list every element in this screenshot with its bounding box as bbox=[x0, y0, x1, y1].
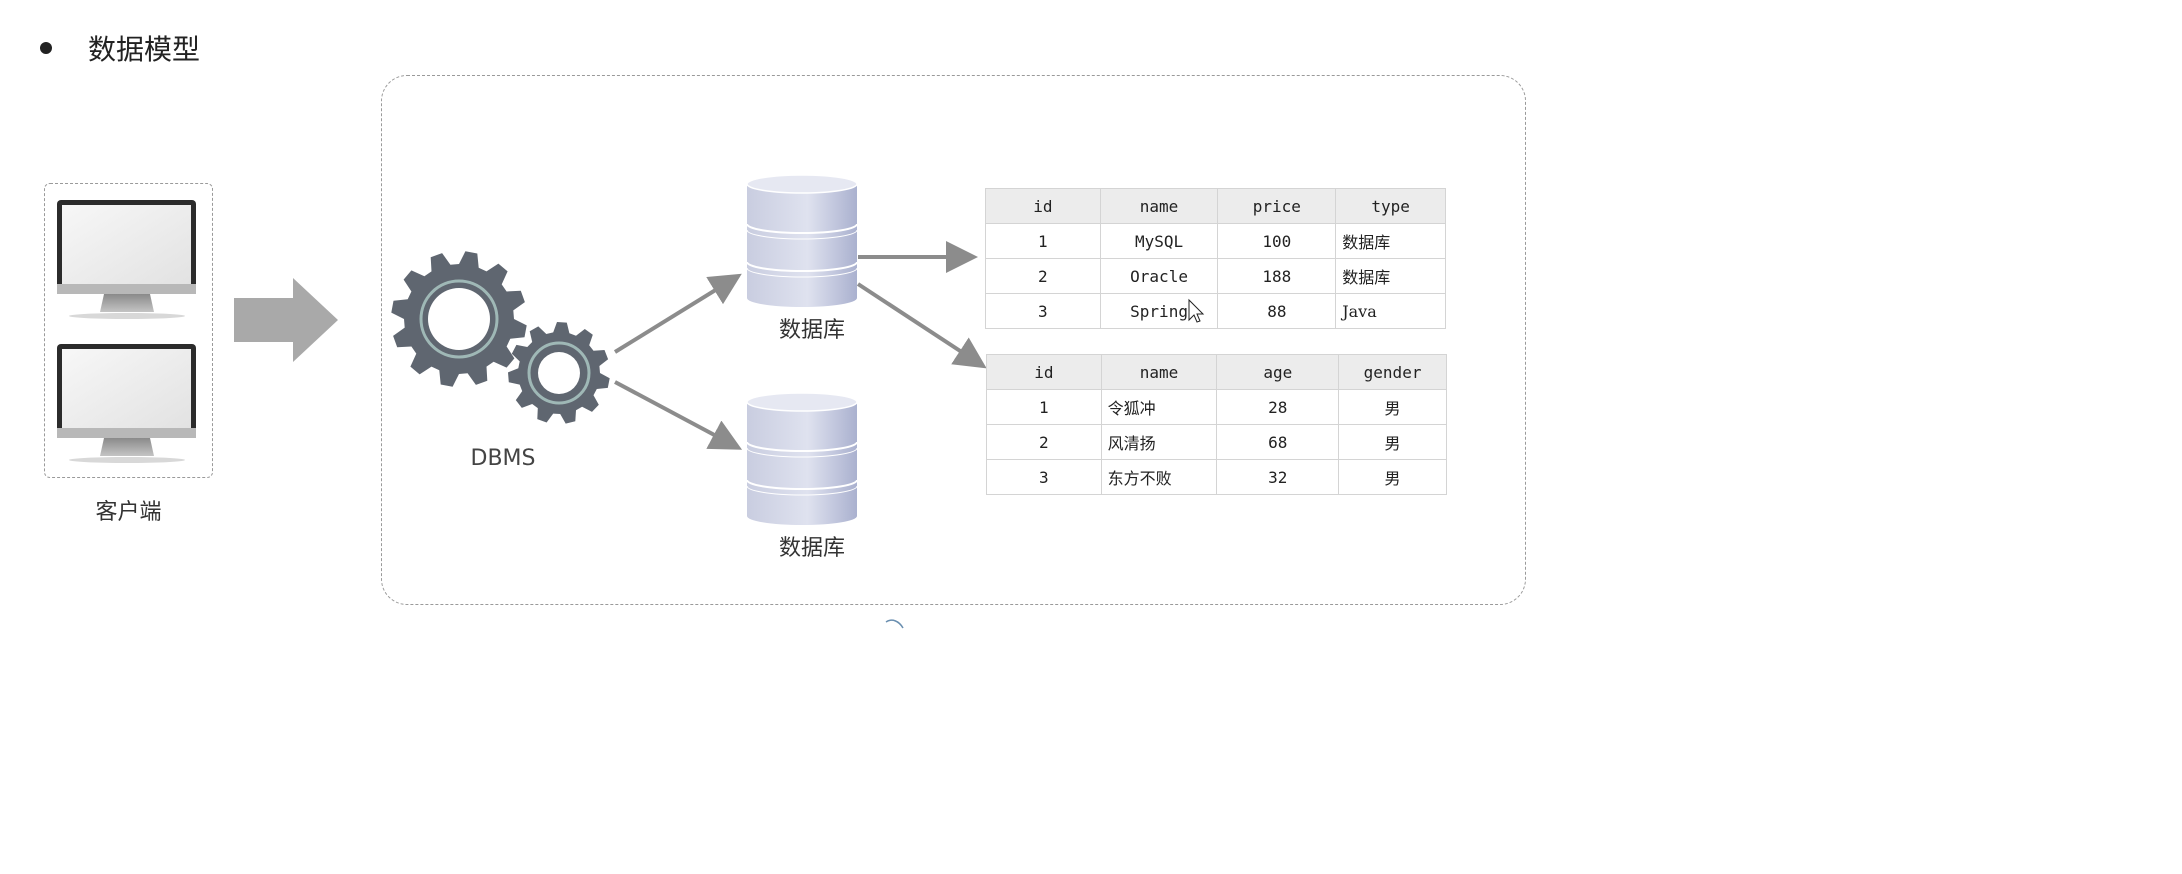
table-cell: 风清扬 bbox=[1100, 424, 1218, 460]
database-icon bbox=[746, 174, 858, 307]
table-cell: 1 bbox=[986, 389, 1102, 425]
client-label: 客户端 bbox=[95, 500, 162, 525]
table-row: 2 Oracle 188 数据库 bbox=[985, 258, 1446, 294]
gear-icon bbox=[508, 322, 610, 424]
table-cell: 3 bbox=[985, 293, 1101, 329]
gear-ring bbox=[419, 279, 499, 359]
column-header: name bbox=[1100, 354, 1218, 390]
database-label: 数据库 bbox=[778, 536, 845, 561]
table-cell: Spring bbox=[1099, 293, 1219, 329]
table-cell: 28 bbox=[1216, 389, 1340, 425]
column-header: gender bbox=[1338, 354, 1447, 390]
table-cell: 1 bbox=[985, 223, 1101, 259]
table-cell: 188 bbox=[1217, 258, 1337, 294]
database-system-panel bbox=[381, 75, 1526, 605]
arrow-icon bbox=[614, 380, 743, 450]
column-header: id bbox=[986, 354, 1102, 390]
table-cell: 男 bbox=[1338, 459, 1447, 495]
table-cell: 数据库 bbox=[1335, 223, 1446, 259]
table-cell: 3 bbox=[986, 459, 1102, 495]
pen-mark-icon bbox=[885, 619, 904, 629]
monitor-icon bbox=[57, 200, 196, 319]
dbms-label: DBMS bbox=[470, 446, 536, 471]
data-table-products: id name price type 1 MySQL 100 数据库 2 Ora… bbox=[985, 188, 1446, 329]
table-row: 3 Spring 88 Java bbox=[985, 293, 1446, 329]
table-cell: 令狐冲 bbox=[1100, 389, 1218, 425]
page-title: 数据模型 bbox=[88, 33, 201, 66]
monitor-icon bbox=[57, 344, 196, 463]
gear-hole bbox=[538, 352, 580, 394]
database-label: 数据库 bbox=[778, 318, 845, 343]
table-cell: Oracle bbox=[1099, 258, 1219, 294]
client-panel bbox=[44, 183, 213, 478]
column-header: name bbox=[1099, 188, 1219, 224]
table-cell: 2 bbox=[985, 258, 1101, 294]
column-header: price bbox=[1217, 188, 1337, 224]
table-cell: 88 bbox=[1217, 293, 1337, 329]
table-header-row: id name age gender bbox=[986, 354, 1447, 390]
column-header: type bbox=[1335, 188, 1446, 224]
table-cell: 100 bbox=[1217, 223, 1337, 259]
table-cell: 数据库 bbox=[1335, 258, 1446, 294]
gear-icon bbox=[391, 251, 527, 387]
diagram-graphics bbox=[57, 174, 1205, 629]
column-header: id bbox=[985, 188, 1101, 224]
arrow-icon bbox=[613, 273, 742, 354]
dbms-gears bbox=[391, 251, 610, 424]
data-table-people: id name age gender 1 令狐冲 28 男 2 风清扬 68 男… bbox=[986, 354, 1447, 495]
table-row: 3 东方不败 32 男 bbox=[986, 459, 1447, 495]
table-cell: MySQL bbox=[1099, 223, 1219, 259]
table-cell: 男 bbox=[1338, 424, 1447, 460]
table-cell: 32 bbox=[1216, 459, 1340, 495]
table-header-row: id name price type bbox=[985, 188, 1446, 224]
page-heading: 数据模型 bbox=[40, 28, 200, 68]
gear-hole bbox=[428, 288, 490, 350]
bullet-icon bbox=[40, 42, 52, 54]
table-cell: 东方不败 bbox=[1100, 459, 1218, 495]
gear-ring bbox=[527, 341, 591, 405]
table-cell: 68 bbox=[1216, 424, 1340, 460]
database-icon bbox=[746, 392, 858, 525]
column-header: age bbox=[1216, 354, 1340, 390]
table-row: 1 令狐冲 28 男 bbox=[986, 389, 1447, 425]
big-arrow-icon bbox=[234, 278, 338, 362]
table-cell: 2 bbox=[986, 424, 1102, 460]
arrow-icon bbox=[856, 282, 987, 369]
table-row: 2 风清扬 68 男 bbox=[986, 424, 1447, 460]
table-row: 1 MySQL 100 数据库 bbox=[985, 223, 1446, 259]
table-cell: 男 bbox=[1338, 389, 1447, 425]
table-cell: Java bbox=[1335, 293, 1446, 329]
